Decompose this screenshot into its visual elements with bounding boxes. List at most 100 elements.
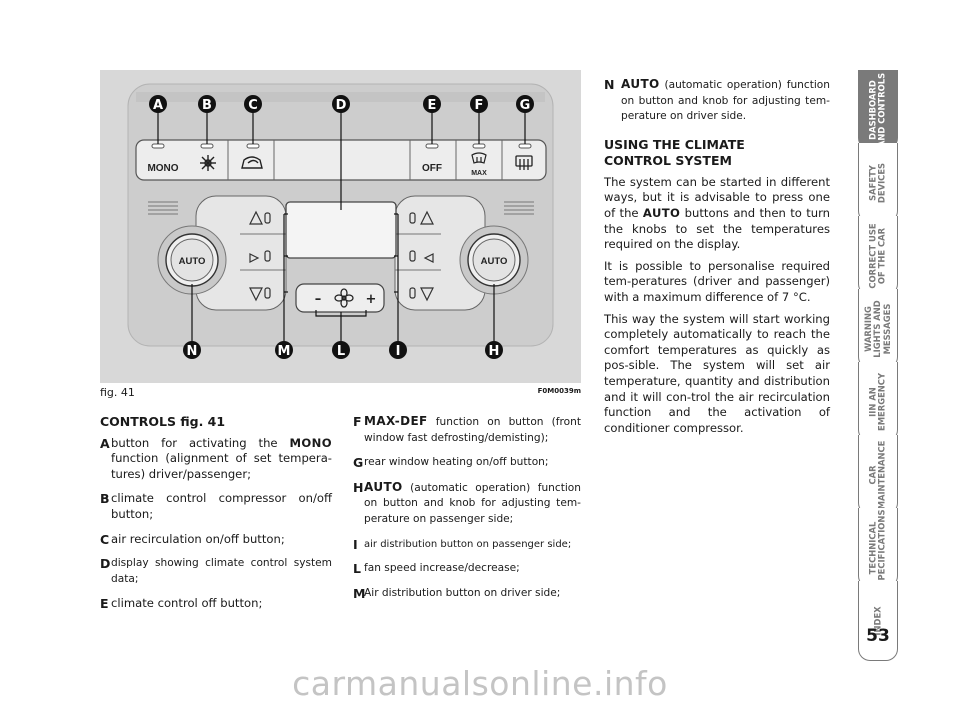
- item-letter: B: [100, 491, 110, 507]
- fan-icon: [334, 288, 354, 308]
- control-item-d: D display showing climate control system…: [100, 556, 332, 587]
- item-letter: A: [100, 435, 110, 451]
- tab-label-line: EMERGENCY: [877, 372, 887, 431]
- callout-a: A: [153, 98, 163, 113]
- figure-41: MONO OFF MAX: [100, 70, 581, 383]
- control-item-a: A button for activating the MONO functio…: [100, 436, 332, 483]
- tab-label-line: MAINTENANCE: [877, 440, 887, 509]
- item-letter: D: [100, 556, 111, 572]
- left-vent: [148, 201, 178, 215]
- item-description: MAX-DEF function on button (front window…: [364, 414, 581, 446]
- compressor-icon: [200, 155, 216, 171]
- item-text-bold: MAX-DEF: [364, 414, 428, 428]
- item-letter: H: [353, 479, 364, 495]
- callout-d: D: [336, 98, 347, 113]
- fan-plus-label: +: [366, 292, 377, 307]
- control-item-b: B climate control compressor on/off butt…: [100, 491, 332, 522]
- item-description: climate control off button;: [111, 596, 263, 611]
- control-item-i: I air distribution button on passenger s…: [353, 537, 581, 553]
- callout-g: G: [520, 98, 531, 113]
- auto-left-label: AUTO: [179, 256, 206, 267]
- auto-right-label: AUTO: [481, 256, 508, 267]
- paragraph-1: The system can be started in different w…: [604, 175, 830, 253]
- item-text-post: function on button (front window fast de…: [364, 416, 581, 444]
- item-letter: F: [353, 414, 362, 429]
- control-item-c: C air recirculation on/off button;: [100, 532, 332, 548]
- callout-c: C: [248, 98, 258, 113]
- tab-label-line: OF THE CAR: [877, 227, 887, 284]
- p1-text-post: buttons and then to turn the knobs to se…: [604, 205, 831, 252]
- control-item-l: L fan speed increase/decrease;: [353, 561, 581, 577]
- right-vent: [504, 201, 534, 215]
- callout-i: I: [396, 344, 401, 359]
- item-text-post: (automatic operation) function on button…: [621, 79, 830, 123]
- fan-minus-label: –: [315, 292, 322, 307]
- item-text-bold: MONO: [289, 435, 332, 450]
- control-item-f: F MAX-DEF function on button (front wind…: [353, 414, 581, 446]
- item-description: fan speed increase/decrease;: [364, 562, 520, 575]
- item-description: climate control compressor on/off button…: [111, 491, 332, 521]
- item-letter: I: [353, 536, 358, 552]
- max-label: MAX: [471, 170, 487, 177]
- paragraph-3: This way the system will start working c…: [604, 311, 830, 435]
- item-description: AUTO (automatic operation) function on b…: [621, 77, 830, 125]
- tab-index[interactable]: INDEX: [858, 581, 898, 661]
- item-description: display showing climate control system d…: [111, 557, 332, 585]
- control-item-h: H AUTO (automatic operation) function on…: [353, 480, 581, 528]
- off-label: OFF: [422, 163, 442, 174]
- item-description: air distribution button on passenger sid…: [364, 538, 572, 550]
- rear-defrost-icon: [515, 155, 533, 170]
- figure-code: F0M0039m: [537, 387, 581, 395]
- callout-n: N: [187, 344, 198, 359]
- climate-display: [285, 201, 397, 259]
- item-letter: G: [353, 455, 364, 471]
- tab-label-line: DEVICES: [877, 162, 887, 203]
- recirculation-icon: [241, 156, 263, 169]
- control-item-g: G rear window heating on/off button;: [353, 455, 581, 471]
- control-item-m: M Air distribution button on driver side…: [353, 586, 581, 602]
- item-text-post: (automatic operation) function on button…: [364, 481, 581, 525]
- paragraph-2: It is possible to personalise required t…: [604, 258, 830, 304]
- item-letter: M: [353, 585, 366, 601]
- item-description: rear window heating on/off button;: [364, 456, 549, 469]
- page-number: 53: [866, 626, 890, 646]
- callout-m: M: [278, 344, 291, 359]
- p1-text-bold: AUTO: [642, 205, 681, 220]
- leader-lines: [157, 110, 526, 342]
- watermark: carmanualsonline.info: [292, 664, 668, 703]
- figure-caption: fig. 41 F0M0039m: [100, 386, 581, 400]
- text-column-3: N AUTO (automatic operation) function on…: [604, 77, 830, 442]
- item-description: AUTO (automatic operation) function on b…: [364, 480, 581, 528]
- item-text-post: function (alignment of set tempera-tures…: [111, 451, 332, 481]
- callout-e: E: [428, 98, 437, 113]
- item-text-bold: AUTO: [621, 77, 660, 91]
- item-letter: E: [100, 596, 109, 612]
- control-item-e: E climate control off button;: [100, 596, 332, 612]
- item-text-pre: button for activating the: [111, 435, 290, 450]
- callout-l: L: [337, 344, 345, 359]
- item-description: button for activating the MONO function …: [111, 436, 332, 483]
- callout-h: H: [489, 344, 500, 359]
- item-letter: L: [353, 561, 361, 577]
- item-description: air recirculation on/off button;: [111, 531, 285, 546]
- controls-column-1: CONTROLS fig. 41 A button for activating…: [100, 414, 332, 621]
- item-description: Air distribution button on driver side;: [364, 586, 561, 599]
- figure-number: fig. 41: [100, 386, 135, 399]
- section-heading: USING THE CLIMATE CONTROL SYSTEM: [604, 136, 745, 168]
- callout-b: B: [202, 98, 212, 113]
- controls-column-2: F MAX-DEF function on button (front wind…: [353, 414, 581, 610]
- callout-f: F: [475, 98, 484, 113]
